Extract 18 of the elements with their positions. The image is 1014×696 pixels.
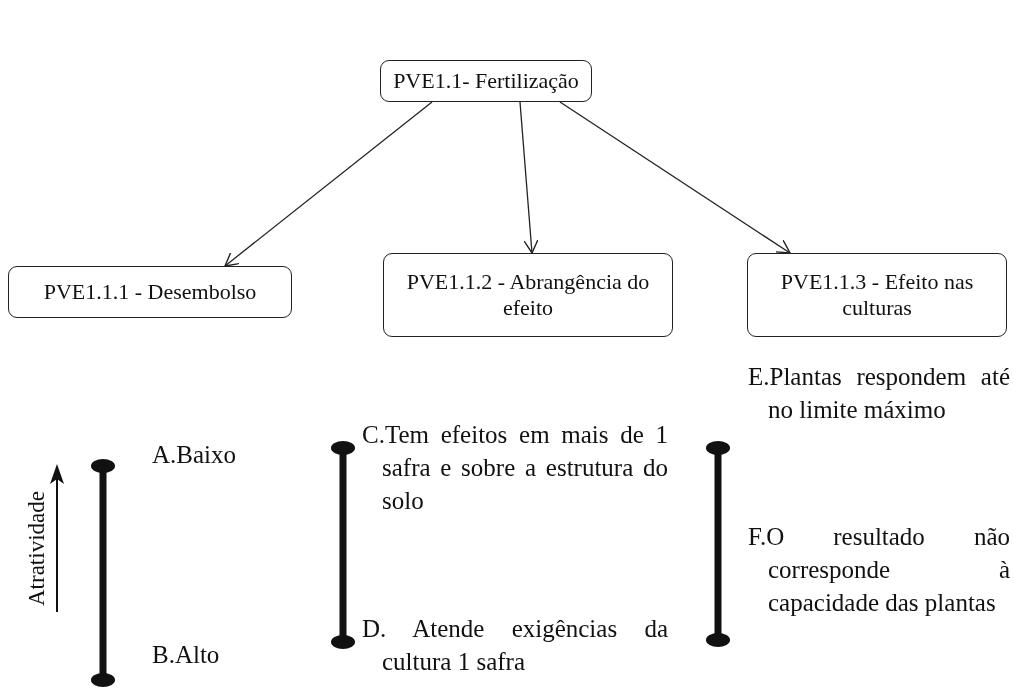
process-box (747, 253, 1007, 337)
axis-label: Atratividade (24, 491, 50, 606)
scale-label: A.Baixo (152, 440, 238, 470)
scale-label: D. Atende exigências da cultura 1 safra (362, 614, 668, 677)
box-label: PVE1.1.1 - Desembolso (43, 278, 257, 306)
arrow (519, 101, 539, 254)
arrow (559, 101, 791, 254)
scale-label: C.Tem efeitos em mais de 1 safra e sobre a estrutura do solo (362, 420, 668, 516)
arrow (224, 101, 433, 267)
scale-label: E.Plantas respondem até no limite máximo (748, 362, 1010, 425)
process-box (383, 253, 673, 337)
box-label: PVE1.1- Fertilização (393, 67, 579, 95)
process-box (8, 266, 292, 318)
box-label: PVE1.1.2 - Abrangência do efeito (405, 268, 651, 322)
scale-label: F.O resultado não corresponde à capacidade das plantas (748, 522, 1010, 618)
process-box (380, 60, 592, 102)
scale-label: B.Alto (152, 640, 221, 670)
box-label: PVE1.1.3 - Efeito nas culturas (779, 268, 975, 322)
